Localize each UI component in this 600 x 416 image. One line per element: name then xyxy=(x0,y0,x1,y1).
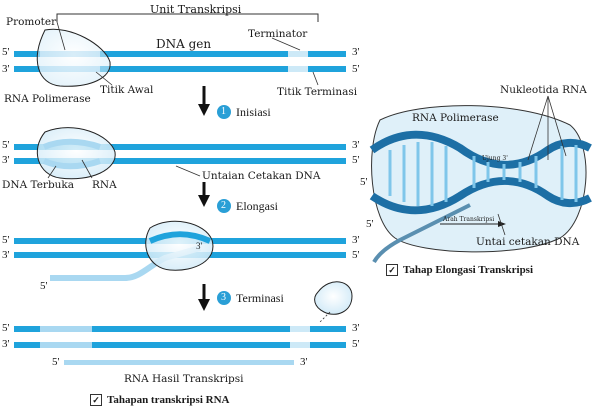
caption-right-text: Tahap Elongasi Transkripsi xyxy=(403,264,534,276)
step-badge-1 xyxy=(217,105,231,119)
inset-rna-polimerase-label: RNA Polimerase xyxy=(412,112,499,124)
check-icon: ✓ xyxy=(90,394,102,406)
step-num-2: 2 xyxy=(221,200,226,211)
rna-polymerase-2 xyxy=(36,127,116,180)
titik-awal-label: Titik Awal xyxy=(100,84,154,96)
step-label-inisiasi: Inisiasi xyxy=(236,105,271,119)
step-num-3: 3 xyxy=(221,292,226,303)
step-num-1: 1 xyxy=(221,106,226,117)
row3-three-top: 3' xyxy=(352,234,360,246)
dna-gen-label: DNA gen xyxy=(156,37,212,51)
inset-five-a: 5' xyxy=(360,176,368,188)
dna-terbuka-label: DNA Terbuka xyxy=(2,179,75,191)
row1-three-bottom: 3' xyxy=(2,63,10,75)
row2-three-bottom: 3' xyxy=(2,154,10,166)
unit-transkripsi-label: Unit Transkripsi xyxy=(150,3,242,16)
row4-three-top: 3' xyxy=(352,322,360,334)
caption-left-text: Tahapan transkripsi RNA xyxy=(107,394,230,406)
promoter-label: Promoter xyxy=(6,16,57,28)
rna-product xyxy=(64,360,294,365)
rna-label: RNA xyxy=(92,179,117,191)
inset-rna-strand xyxy=(372,203,471,264)
elongation-inset xyxy=(369,95,592,264)
rna-polymerase-1 xyxy=(36,28,111,87)
nukleotida-rna-label: Nukleotida RNA xyxy=(500,84,587,96)
row3-five-top: 5' xyxy=(2,234,10,246)
released-polymerase xyxy=(314,281,353,315)
untaian-cetakan-label: Untaian Cetakan DNA xyxy=(202,170,321,182)
product-three: 3' xyxy=(300,356,308,368)
row3-five-bottom: 5' xyxy=(352,249,360,261)
check-icon: ✓ xyxy=(386,264,398,276)
arah-transkripsi-label: Arah Transkripsi xyxy=(443,216,495,223)
dna-row-2 xyxy=(14,127,346,180)
step-label-terminasi: Terminasi xyxy=(236,291,284,305)
row2-three-top: 3' xyxy=(352,139,360,151)
titik-terminasi-label: Titik Terminasi xyxy=(277,86,358,98)
rna-polimerase-label: RNA Polimerase xyxy=(4,93,91,105)
inset-polymerase-blob xyxy=(371,105,587,253)
rna-five-end: 5' xyxy=(40,280,48,292)
step-badge-3 xyxy=(217,291,231,305)
dna-row-4 xyxy=(14,326,346,365)
dna-row-3 xyxy=(14,220,346,281)
row1-three-top: 3' xyxy=(352,46,360,58)
step-badge-2 xyxy=(217,199,231,213)
untai-cetakan-label: Untai cetakan DNA xyxy=(476,236,580,248)
row2-five-top: 5' xyxy=(2,139,10,151)
product-five: 5' xyxy=(52,356,60,368)
row2-five-bottom: 5' xyxy=(352,154,360,166)
ujung-label: Ujung 3' xyxy=(482,155,508,162)
caption-right: ✓ Tahap Elongasi Transkripsi xyxy=(386,264,533,276)
row4-three-bottom: 3' xyxy=(2,338,10,350)
row3-three-bottom: 3' xyxy=(2,249,10,261)
terminator-label: Terminator xyxy=(248,28,308,40)
unit-bracket xyxy=(56,13,319,22)
caption-left: ✓ Tahapan transkripsi RNA xyxy=(90,394,229,406)
row1-five-top: 5' xyxy=(2,46,10,58)
row4-five-top: 5' xyxy=(2,322,10,334)
rna-polymerase-3 xyxy=(145,220,214,271)
row1-five-bottom: 5' xyxy=(352,63,360,75)
row4-five-bottom: 5' xyxy=(352,338,360,350)
step-label-elongasi: Elongasi xyxy=(236,199,278,213)
dna-row-1 xyxy=(14,21,346,87)
rna-hasil-label: RNA Hasil Transkripsi xyxy=(124,373,244,385)
inset-five-b: 5' xyxy=(366,218,374,230)
rna-tip-three: 3' xyxy=(196,241,203,251)
